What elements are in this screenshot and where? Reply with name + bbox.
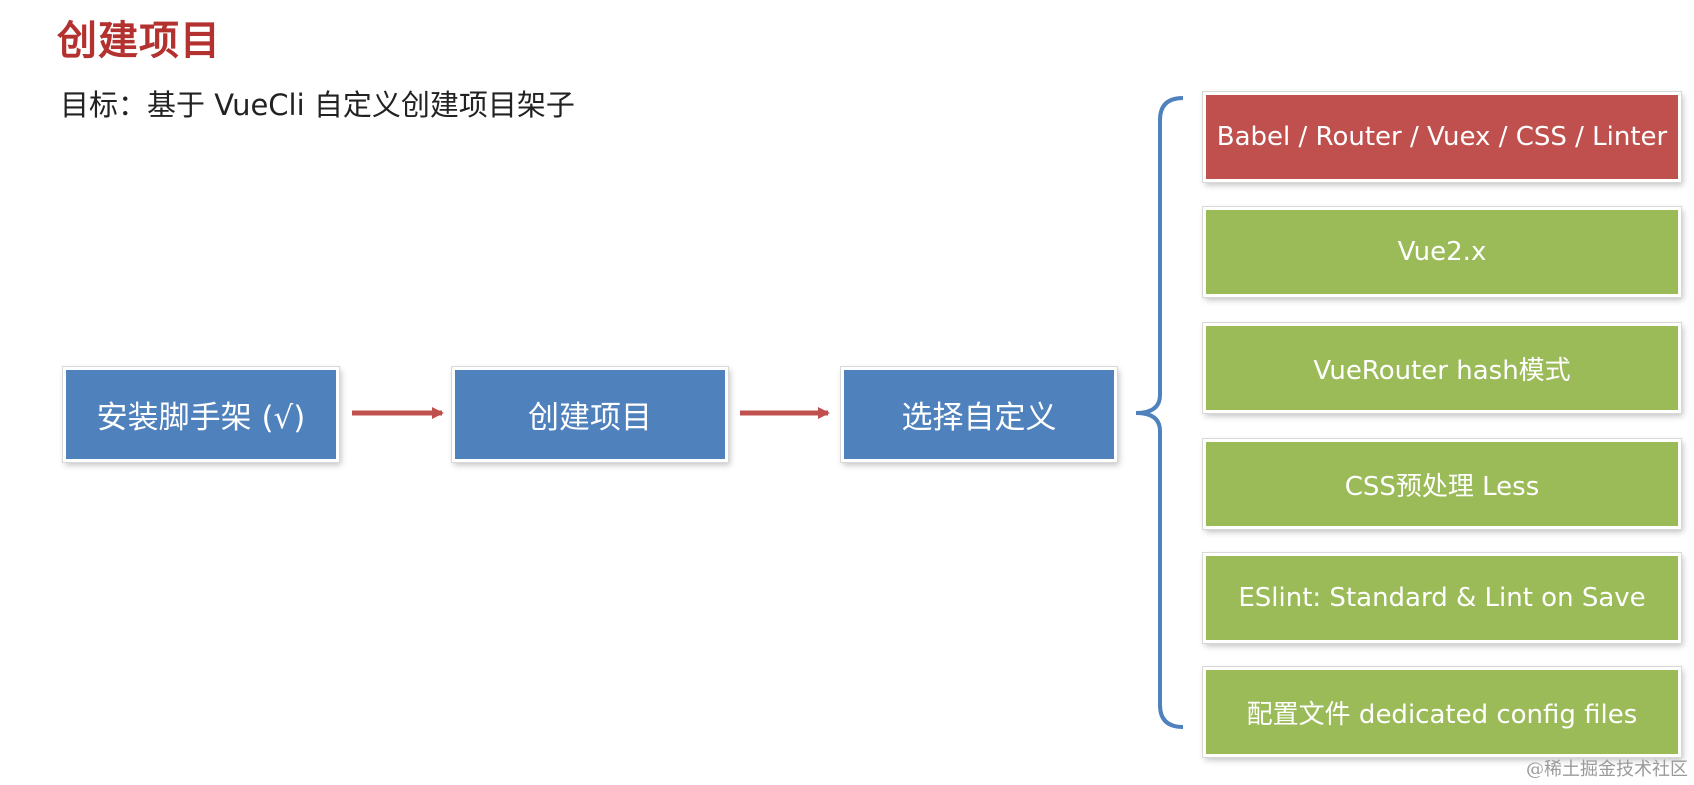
options-brace bbox=[1135, 96, 1184, 729]
flow-step-install-cli: 安装脚手架 (√) bbox=[63, 367, 339, 462]
option-vue-version: Vue2.x bbox=[1203, 207, 1681, 297]
option-router-mode: VueRouter hash模式 bbox=[1203, 323, 1681, 413]
page-title: 创建项目 bbox=[57, 18, 221, 64]
option-label: ESlint: Standard & Lint on Save bbox=[1238, 583, 1646, 613]
watermark: @稀土掘金技术社区 bbox=[1526, 759, 1688, 780]
flow-step-label: 创建项目 bbox=[528, 400, 652, 436]
option-label: Vue2.x bbox=[1397, 237, 1487, 267]
option-label: VueRouter hash模式 bbox=[1313, 355, 1571, 386]
option-eslint: ESlint: Standard & Lint on Save bbox=[1203, 553, 1681, 643]
flow-step-select-custom: 选择自定义 bbox=[841, 367, 1117, 462]
option-config-files: 配置文件 dedicated config files bbox=[1203, 667, 1681, 757]
option-label: CSS预处理 Less bbox=[1344, 471, 1540, 502]
flow-step-label: 安装脚手架 (√) bbox=[96, 400, 306, 436]
goal-subtitle: 目标：基于 VueCli 自定义创建项目架子 bbox=[60, 88, 575, 122]
option-css-preprocessor: CSS预处理 Less bbox=[1203, 439, 1681, 529]
option-features: Babel / Router / Vuex / CSS / Linter bbox=[1203, 92, 1681, 182]
option-label: Babel / Router / Vuex / CSS / Linter bbox=[1216, 122, 1668, 152]
option-label: 配置文件 dedicated config files bbox=[1246, 699, 1638, 730]
flow-step-label: 选择自定义 bbox=[901, 400, 1057, 436]
flow-step-create-project: 创建项目 bbox=[452, 367, 728, 462]
